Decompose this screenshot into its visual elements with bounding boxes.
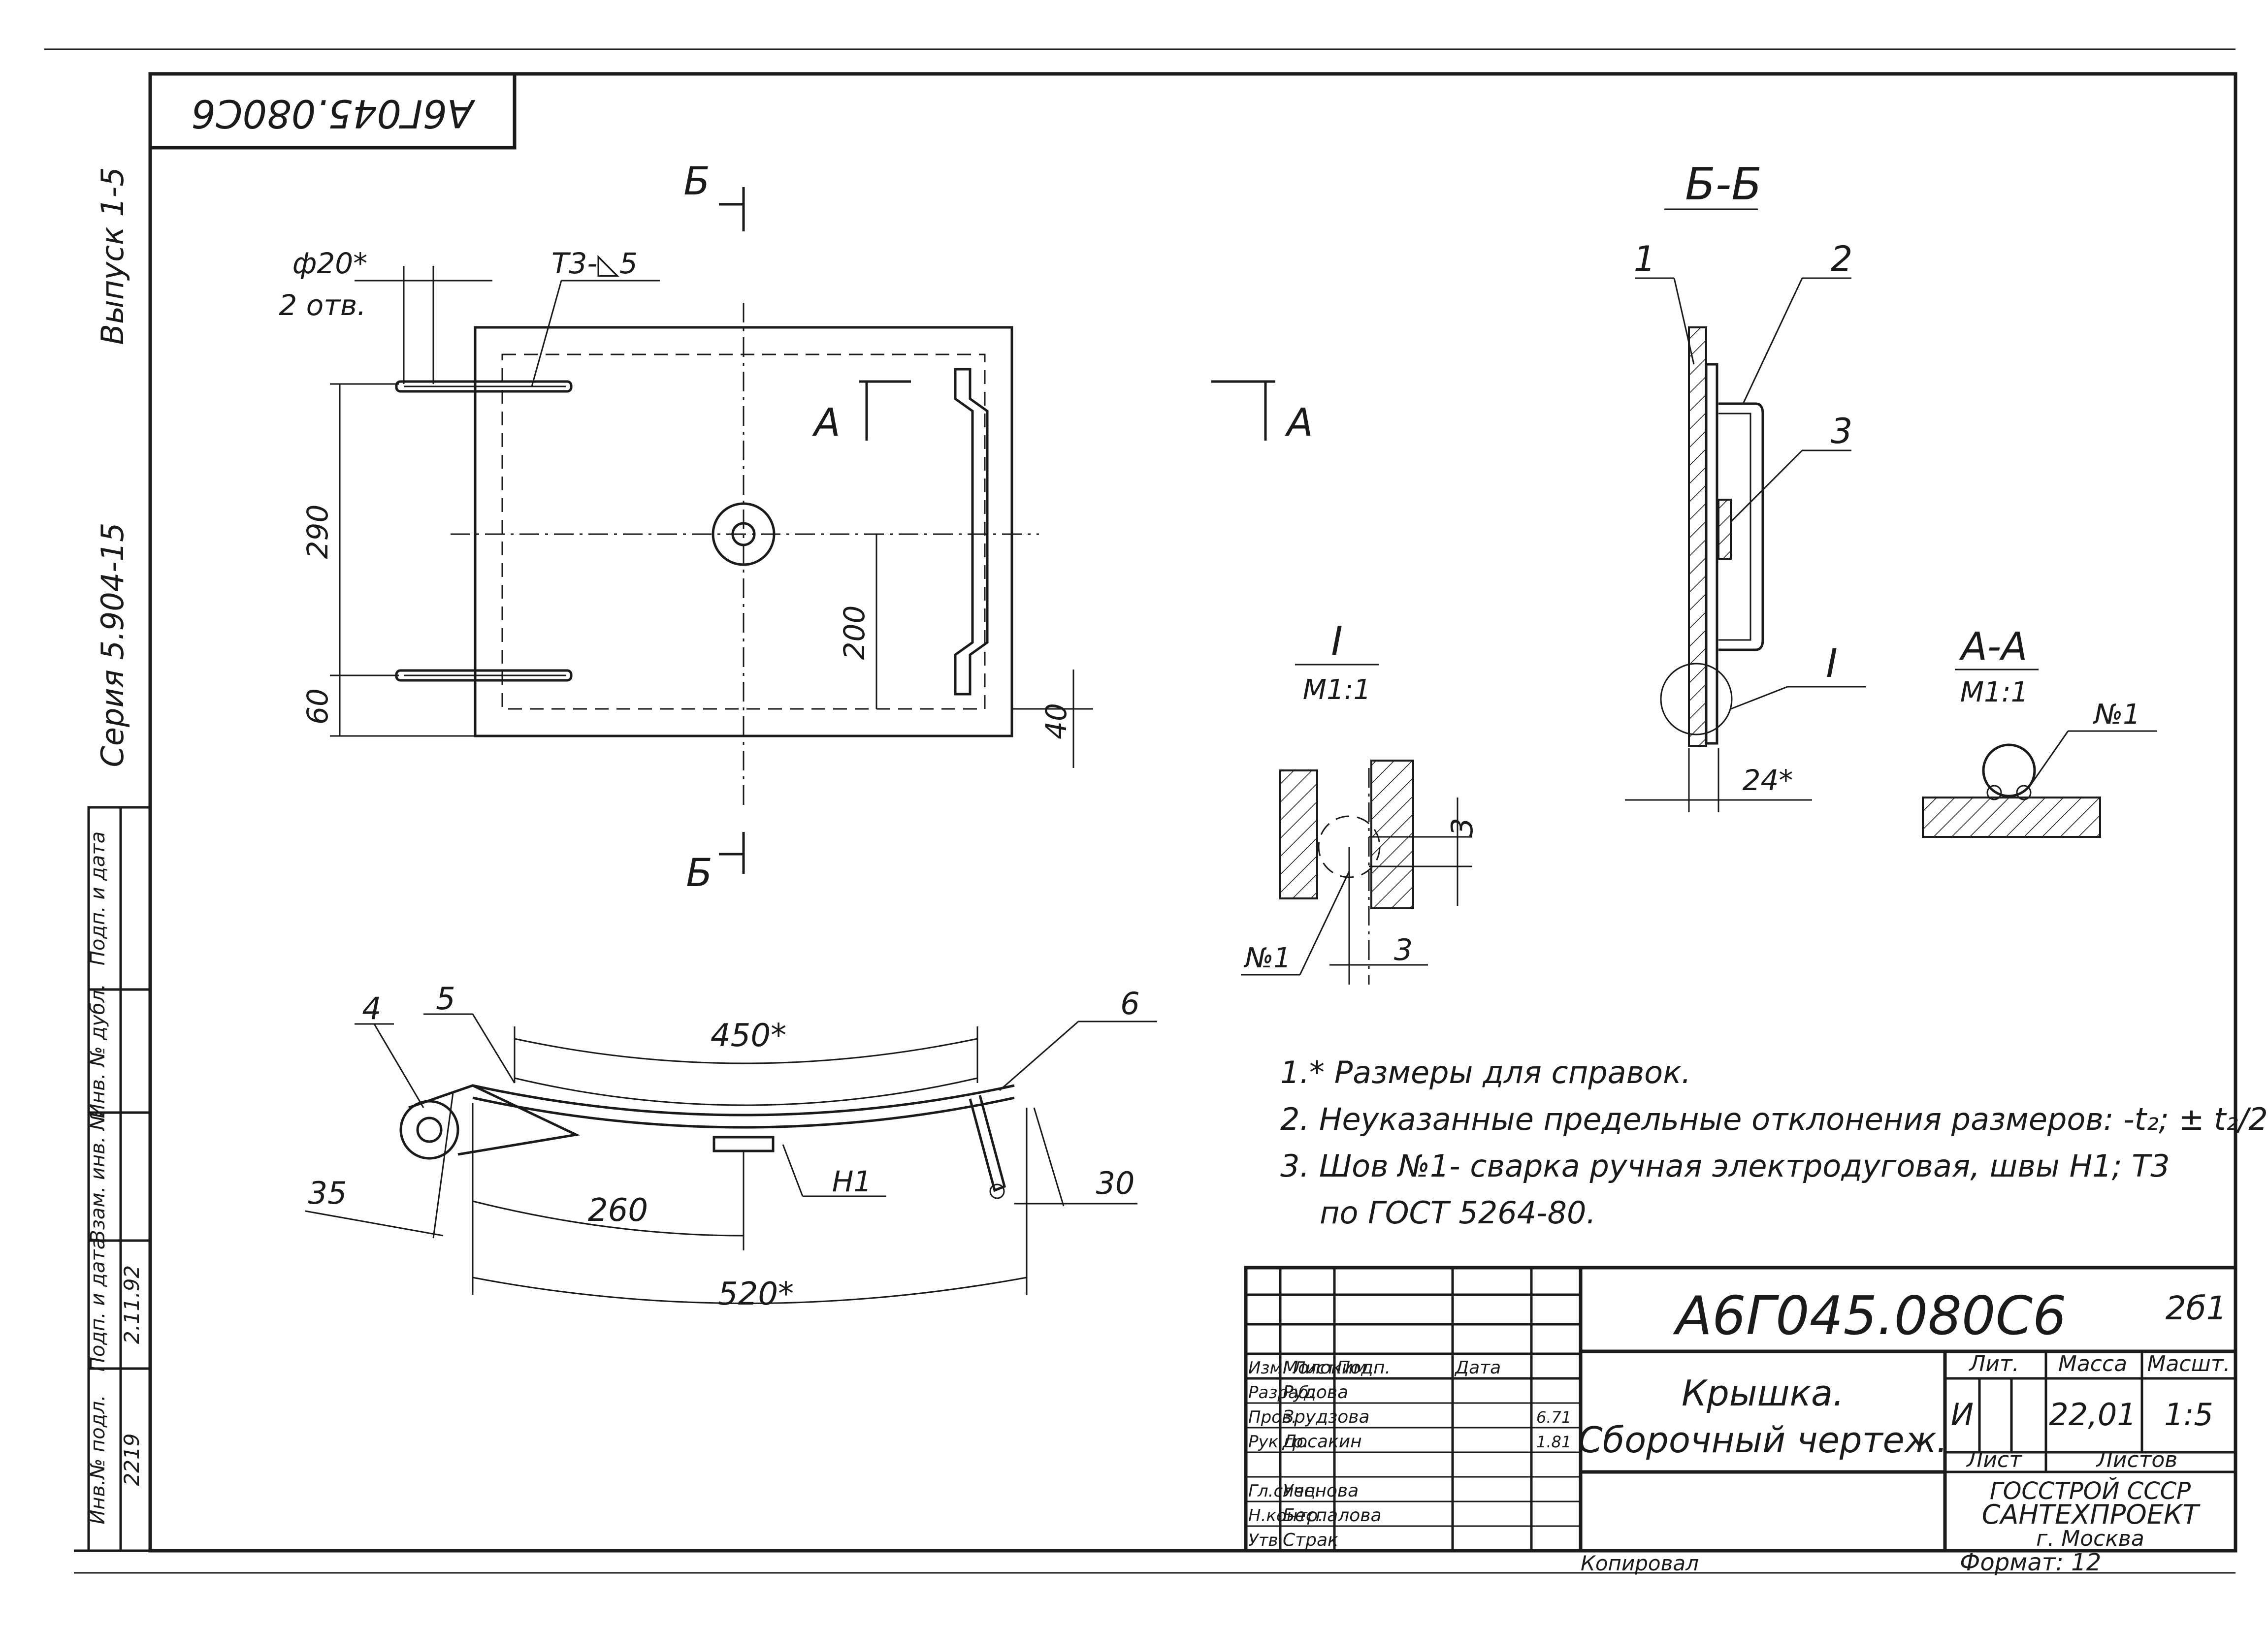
dim-30-label: 30 xyxy=(1096,1165,1135,1201)
title-sheet-mark: 2б1 xyxy=(2166,1289,2227,1327)
title-mass-value: 22,01 xyxy=(2049,1397,2137,1433)
issue-label: Выпуск 1-5 xyxy=(95,167,130,345)
title-name-line2: Сборочный чертеж. xyxy=(1578,1419,1947,1461)
note-2: 2. Неуказанные предельные отклонения раз… xyxy=(1280,1101,2268,1137)
detail-I: I М1:1 3 3 №1 xyxy=(1241,618,1480,985)
title-col-lit: Лит. xyxy=(1968,1351,2019,1376)
title-row-role: Рук.гр. xyxy=(1248,1432,1308,1452)
callout-4: 4 xyxy=(362,990,381,1026)
dim-200-label: 200 xyxy=(838,606,871,660)
title-name-line1: Крышка. xyxy=(1682,1373,1844,1414)
left-table-header-4: Инв. № дубл. xyxy=(87,984,109,1118)
title-lit-value: И xyxy=(1951,1397,1974,1433)
dim-24-label: 24* xyxy=(1743,764,1793,797)
view-a-left-label: А xyxy=(811,401,840,445)
title-row-role: Утв. xyxy=(1248,1531,1283,1550)
dim-520-label: 520* xyxy=(718,1276,794,1312)
title-row-name: Страк xyxy=(1283,1530,1338,1550)
rotated-code-text: А6Г045.080С6 xyxy=(191,91,476,135)
title-row-date: 6.71 xyxy=(1536,1408,1571,1427)
left-table-inv-no: 2219 xyxy=(120,1434,144,1486)
left-table-header-3: Взам. инв. № xyxy=(87,1110,109,1244)
dim-60-label: 60 xyxy=(301,688,334,725)
title-row-role: Гл.спец. xyxy=(1248,1481,1321,1501)
detail-I-dim-vert: 3 xyxy=(1445,818,1480,836)
title-row-role: Н.контр. xyxy=(1248,1506,1323,1526)
hole-count-label: 2 отв. xyxy=(279,288,366,322)
title-block: А6Г045.080С6 2б1 Крышка. Сборочный черте… xyxy=(1244,1266,2237,1553)
left-table-header-5: Подп. и дата xyxy=(87,831,109,965)
notes-block: 1.* Размеры для справок. 2. Неуказанные … xyxy=(1280,1054,2268,1231)
detail-I-weld-label: №1 xyxy=(1243,942,1291,974)
title-scale-value: 1:5 xyxy=(2164,1397,2213,1433)
callout-1: 1 xyxy=(1634,239,1656,279)
left-side-table: Инв.№ подл. Подп. и дата Взам. инв. № Ин… xyxy=(87,806,152,1552)
left-table-signature-date: 2.11.92 xyxy=(120,1265,144,1344)
title-signature-rows: Изм. Лист Молоким Подп. Дата Разраб. Руд… xyxy=(1248,1358,1571,1550)
title-org-line1: ГОССТРОЙ СССР xyxy=(1990,1477,2191,1505)
title-sheets-label: Листов xyxy=(2096,1447,2177,1472)
detail-I-scale: М1:1 xyxy=(1303,674,1371,706)
title-org-line2: САНТЕХПРОЕКТ xyxy=(1982,1499,2201,1530)
callout-6: 6 xyxy=(1120,986,1139,1021)
dim-35-label: 35 xyxy=(308,1175,347,1211)
title-row-date: Дата xyxy=(1454,1358,1501,1378)
callout-5: 5 xyxy=(436,981,455,1017)
dim-450-label: 450* xyxy=(711,1018,786,1054)
note-4: по ГОСТ 5264-80. xyxy=(1320,1195,1596,1231)
curved-view: 450* 260 520* 35 30 4 5 6 Н1 xyxy=(305,981,1157,1312)
title-doc-code: А6Г045.080С6 xyxy=(1673,1285,2067,1347)
footer-format: Формат: 12 xyxy=(1960,1549,2101,1576)
section-mark-bottom: Б xyxy=(686,851,713,895)
detail-I-title: I xyxy=(1331,618,1343,664)
callout-3: 3 xyxy=(1831,411,1853,451)
note-3: 3. Шов №1- сварка ручная электродуговая,… xyxy=(1280,1148,2170,1184)
title-row-sign: Подп. xyxy=(1337,1358,1391,1378)
hole-dim-label: ф20* xyxy=(292,247,367,280)
title-row-role: Разраб. xyxy=(1248,1383,1314,1403)
section-aa-title: А-А xyxy=(1959,625,2028,669)
section-aa: А-А М1:1 №1 xyxy=(1922,625,2157,838)
title-row-date: 1.81 xyxy=(1536,1433,1571,1451)
section-bb: Б-Б 24* 1 2 3 I xyxy=(1625,159,1866,812)
callout-2: 2 xyxy=(1831,239,1853,279)
title-row-name: Беспалова xyxy=(1283,1505,1382,1526)
view-a-right-label: А xyxy=(1284,401,1313,445)
weld-h1-label: Н1 xyxy=(832,1165,872,1198)
title-row-name: Рудова xyxy=(1283,1382,1348,1403)
footer-copied: Копировал xyxy=(1581,1551,1699,1575)
title-col-mass: Масса xyxy=(2058,1351,2127,1376)
title-row-name: Молоким xyxy=(1283,1358,1366,1378)
callout-I: I xyxy=(1826,640,1838,686)
section-aa-weld-label: №1 xyxy=(2093,699,2140,731)
section-bb-title: Б-Б xyxy=(1685,159,1762,210)
title-row-role: Изм. Лист xyxy=(1248,1358,1336,1378)
title-col-scale: Масшт. xyxy=(2147,1351,2231,1376)
title-row-role: Пров. xyxy=(1248,1407,1297,1427)
detail-I-dim-horiz: 3 xyxy=(1394,933,1413,967)
dim-260-label: 260 xyxy=(588,1192,648,1229)
section-mark-top: Б xyxy=(683,160,710,204)
title-org-line3: г. Москва xyxy=(2036,1526,2144,1551)
weld-mark-label: Т3-◺5 xyxy=(551,247,638,280)
dim-290-label: 290 xyxy=(301,505,334,559)
section-aa-scale: М1:1 xyxy=(1960,676,2028,708)
title-sheet-label: Лист xyxy=(1966,1447,2022,1472)
title-row-name: Ученова xyxy=(1283,1481,1359,1501)
left-table-header-2: Подп. и дата xyxy=(87,1238,109,1372)
dim-40-label: 40 xyxy=(1039,703,1073,739)
title-row-name: Досакин xyxy=(1282,1432,1362,1452)
rotated-code-stamp: А6Г045.080С6 xyxy=(148,72,517,150)
series-label: Серия 5.904-15 xyxy=(95,523,130,767)
note-1: 1.* Размеры для справок. xyxy=(1280,1054,1691,1090)
plan-view: ф20* 2 отв. Т3-◺5 290 60 200 40 Б Б А А xyxy=(279,160,1313,895)
title-row-name: Зрудзова xyxy=(1283,1407,1370,1427)
left-table-header-1: Инв.№ подл. xyxy=(87,1395,109,1524)
